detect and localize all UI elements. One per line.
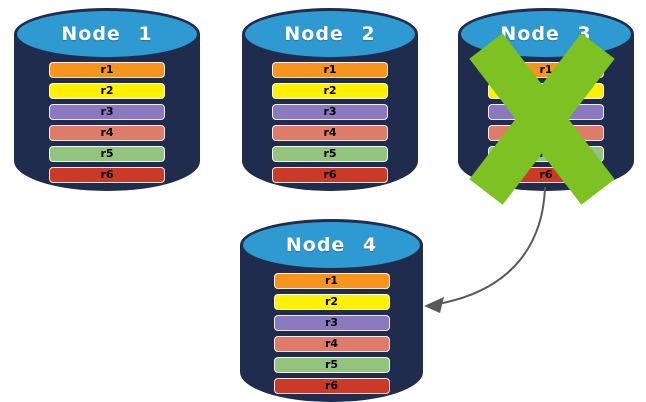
row: r6 <box>49 167 165 183</box>
row: r1 <box>273 273 390 289</box>
row: r5 <box>49 146 165 162</box>
node-4-cylinder-top: Node 4 <box>240 219 423 271</box>
row-label: r3 <box>324 316 339 329</box>
row: r4 <box>273 336 390 352</box>
node-1-cylinder: Node 1 r1 r2 r3 r4 r5 r6 <box>14 8 200 191</box>
row-label: r4 <box>324 337 339 350</box>
node-2-cylinder-top: Node 2 <box>242 8 418 60</box>
row-label: r4 <box>323 126 337 139</box>
node-2-title: Node 2 <box>284 23 376 45</box>
row: r2 <box>272 83 388 99</box>
row-label: r5 <box>323 147 337 160</box>
row-label: r6 <box>100 168 114 181</box>
node-2-cylinder: Node 2 r1 r2 r3 r4 r5 r6 <box>242 8 418 191</box>
row: r5 <box>273 357 390 373</box>
row: r1 <box>272 62 388 78</box>
row-label: r2 <box>323 84 337 97</box>
row-label: r6 <box>324 379 339 392</box>
node-4-title: Node 4 <box>285 234 378 256</box>
row-label: r1 <box>324 274 339 287</box>
row-label: r2 <box>100 84 114 97</box>
row: r2 <box>49 83 165 99</box>
row-label: r1 <box>323 63 337 76</box>
row-label: r6 <box>323 168 337 181</box>
row: r4 <box>49 125 165 141</box>
row-label: r3 <box>100 105 114 118</box>
row: r6 <box>272 167 388 183</box>
node-4-cylinder: Node 4 r1 r2 r3 r4 r5 r6 <box>240 219 423 402</box>
row-label: r5 <box>100 147 114 160</box>
row: r5 <box>272 146 388 162</box>
replication-arrow-line <box>442 187 546 304</box>
failure-x-icon <box>469 33 615 205</box>
row-label: r3 <box>323 105 337 118</box>
row: r3 <box>273 315 390 331</box>
node-1-cylinder-top: Node 1 <box>14 8 200 60</box>
node-4-rows: r1 r2 r3 r4 r5 r6 <box>240 273 423 399</box>
row: r3 <box>272 104 388 120</box>
row: r6 <box>273 378 390 394</box>
row-label: r4 <box>100 126 114 139</box>
row-label: r6 <box>539 168 553 181</box>
node-3-title: Node 3 <box>500 23 592 45</box>
row: r3 <box>49 104 165 120</box>
node-1-rows: r1 r2 r3 r4 r5 r6 <box>14 62 200 188</box>
row: r4 <box>272 125 388 141</box>
node-3-cylinder: Node 3 r1 r2 r3 r4 r5 r6 <box>458 8 634 205</box>
node-1-title: Node 1 <box>61 23 153 45</box>
node-2-rows: r1 r2 r3 r4 r5 r6 <box>242 62 418 188</box>
replication-arrowhead-icon <box>424 297 444 313</box>
row-label: r1 <box>100 63 114 76</box>
row-label: r5 <box>324 358 339 371</box>
row-label: r2 <box>324 295 339 308</box>
row: r2 <box>273 294 390 310</box>
row: r1 <box>49 62 165 78</box>
